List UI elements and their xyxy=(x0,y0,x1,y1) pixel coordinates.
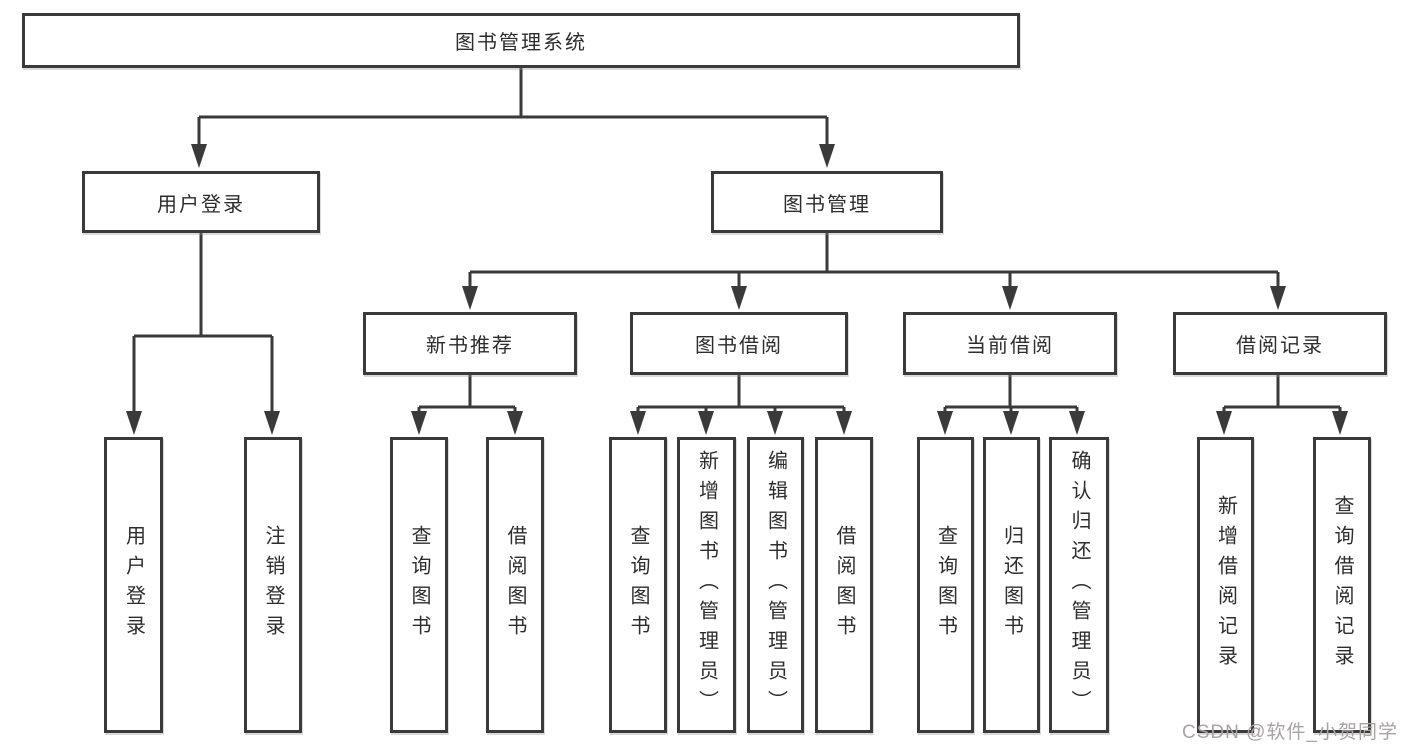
connector-root-to-level2 xyxy=(197,68,829,146)
arrowheads-user-login-leaves xyxy=(126,411,280,435)
leaf-add-borrow-record: 新增借阅记录 xyxy=(1197,437,1254,733)
connector-borrow-records-to-leaves xyxy=(1222,375,1342,413)
leaf-query-borrow-record: 查询借阅记录 xyxy=(1313,437,1371,733)
arrowheads-current-borrow-leaves xyxy=(937,411,1085,435)
arrowheads-level2 xyxy=(191,144,835,168)
leaf-return-book: 归还图书 xyxy=(983,437,1040,733)
node-label: 新增图书（管理员） xyxy=(695,450,718,720)
leaf-add-book-admin: 新增图书（管理员） xyxy=(677,437,736,733)
node-label: 用户登录 xyxy=(122,525,145,645)
node-current-borrow: 当前借阅 xyxy=(903,312,1117,375)
csdn-watermark: CSDN @软件_小贺同学 xyxy=(1182,722,1398,743)
node-label: 新增借阅记录 xyxy=(1214,495,1237,675)
node-label: 图书管理系统 xyxy=(455,32,587,54)
node-label: 编辑图书（管理员） xyxy=(764,450,787,720)
node-label: 图书管理 xyxy=(783,193,871,216)
node-label: 查询图书 xyxy=(408,525,430,645)
arrowheads-level3 xyxy=(462,286,1286,310)
node-label: 新书推荐 xyxy=(426,335,514,357)
leaf-confirm-return-admin: 确认归还（管理员） xyxy=(1049,437,1109,733)
connector-user-login-to-leaves xyxy=(132,233,274,413)
node-label: 查询图书 xyxy=(934,525,957,645)
leaf-query-book-current: 查询图书 xyxy=(917,437,974,733)
leaf-query-book-borrow: 查询图书 xyxy=(609,437,667,733)
leaf-logout: 注销登录 xyxy=(244,437,302,733)
leaf-user-login: 用户登录 xyxy=(104,437,163,733)
arrowheads-book-borrow-leaves xyxy=(630,411,852,435)
node-label: 借阅记录 xyxy=(1236,335,1324,357)
connector-current-borrow-to-leaves xyxy=(943,375,1079,413)
leaf-borrow-book-recommend: 借阅图书 xyxy=(486,437,544,733)
node-label: 确认归还（管理员） xyxy=(1068,450,1090,720)
node-label: 查询图书 xyxy=(627,525,649,645)
arrowheads-borrow-records-leaves xyxy=(1216,411,1348,435)
leaf-edit-book-admin: 编辑图书（管理员） xyxy=(747,437,804,733)
node-label: 查询借阅记录 xyxy=(1331,495,1353,675)
arrowheads-new-book-recommend-leaves xyxy=(411,411,523,435)
node-new-book-recommend: 新书推荐 xyxy=(363,312,577,375)
leaf-query-book-recommend: 查询图书 xyxy=(390,437,448,733)
node-label: 注销登录 xyxy=(262,525,284,645)
node-label: 当前借阅 xyxy=(966,335,1054,357)
node-label: 归还图书 xyxy=(1000,525,1023,645)
node-library-system: 图书管理系统 xyxy=(22,13,1020,68)
connector-new-book-recommend-to-leaves xyxy=(417,375,517,413)
leaf-borrow-book: 借阅图书 xyxy=(815,437,873,733)
node-label: 用户登录 xyxy=(157,193,245,216)
node-book-management: 图书管理 xyxy=(711,171,943,233)
connector-book-management-to-level3 xyxy=(468,233,1280,288)
node-borrow-records: 借阅记录 xyxy=(1173,312,1387,375)
node-label: 图书借阅 xyxy=(695,335,783,357)
node-user-login: 用户登录 xyxy=(82,171,320,233)
node-book-borrow: 图书借阅 xyxy=(630,312,848,375)
node-label: 借阅图书 xyxy=(833,525,855,645)
connector-book-borrow-to-leaves xyxy=(636,375,846,413)
node-label: 借阅图书 xyxy=(504,525,526,645)
